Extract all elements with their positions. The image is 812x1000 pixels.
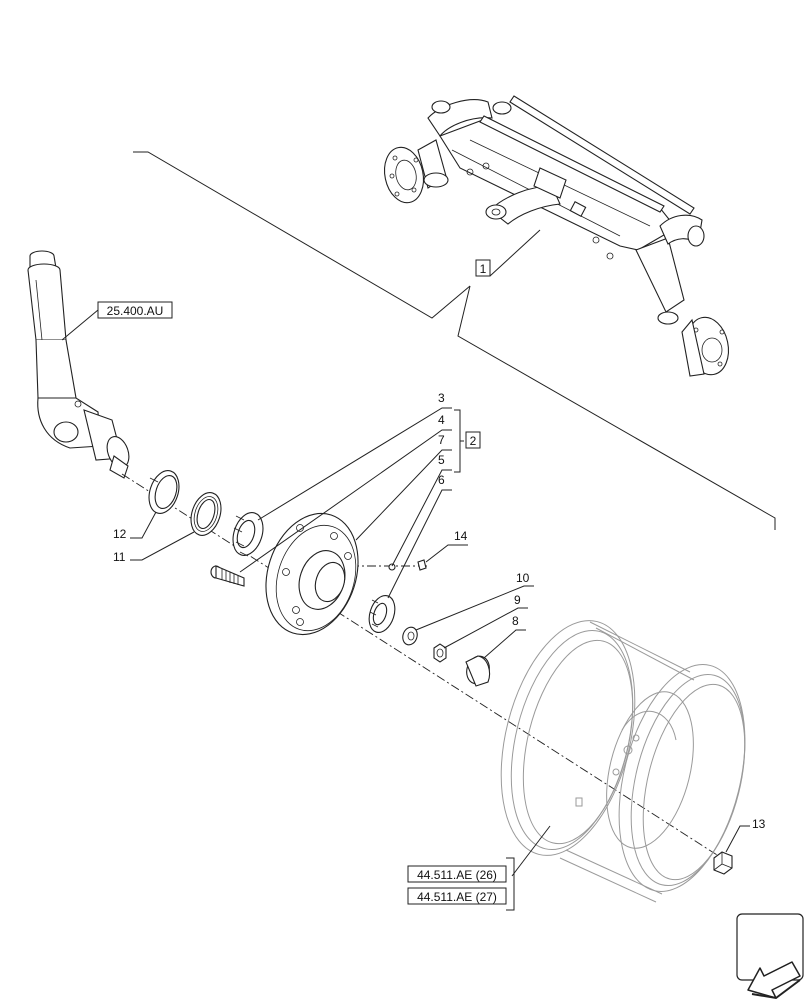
part-10-washer [402,626,418,646]
callout-6-label: 6 [438,473,445,487]
ref-box-44-511-ae-27[interactable]: 44.511.AE (27) [407,887,507,905]
part-3-inner-bearing [232,512,264,557]
ref-25-400-au-label: 25.400.AU [107,304,164,318]
callout-7-label: 7 [438,433,445,447]
group-bracket-2 [454,409,464,473]
callout-13-label: 13 [752,817,766,831]
callout-8[interactable]: 8 [483,614,526,659]
callout-9[interactable]: 9 [443,593,528,649]
callout-13[interactable]: 13 [725,817,766,853]
part-8-dust-cap [465,655,491,687]
wheel-stud [210,565,245,587]
callout-1-label: 1 [480,262,487,276]
ref-44-511-ae-26-label: 44.511.AE (26) [417,868,497,882]
ref-44-511-ae-27-label: 44.511.AE (27) [417,890,497,904]
steering-knuckle [27,250,130,479]
part-14-grease-nipple [388,559,427,571]
ref-box-25-400-au[interactable]: 25.400.AU [61,301,173,341]
callout-9-label: 9 [514,593,521,607]
ref-box-44-511-ae-26[interactable]: 44.511.AE (26) [407,865,507,883]
part-4-hub [265,512,359,636]
callout-3-label: 3 [438,391,445,405]
callout-10[interactable]: 10 [415,571,534,631]
callout-2-label: 2 [470,434,477,448]
callout-4[interactable]: 4 [239,413,452,573]
callout-2-kit[interactable]: 2 [465,431,481,449]
callout-5-label: 5 [438,453,445,467]
callout-4-label: 4 [438,413,445,427]
callout-7[interactable]: 7 [355,433,452,541]
front-axle-assembly [383,95,730,377]
part-5-outer-bearing [368,595,396,633]
wheel-ref-leader [506,825,551,911]
callout-10-label: 10 [516,571,530,585]
callout-14[interactable]: 14 [425,529,468,563]
part-9-nut [433,643,447,663]
overview-frame-lines [133,151,776,530]
part-11-seal [190,492,222,536]
callout-3[interactable]: 3 [257,391,452,521]
direction-arrow-icon[interactable] [736,913,804,1000]
part-13-wheel-nut [713,851,733,875]
callout-11-label: 11 [113,550,126,564]
centre-axis [121,473,729,863]
part-12-seal [148,470,180,514]
callout-11[interactable]: 11 [113,531,195,564]
callout-8-label: 8 [512,614,519,628]
callout-5[interactable]: 5 [391,453,452,567]
callout-12[interactable]: 12 [113,511,157,541]
wheel-rim [500,620,746,903]
callout-1-axle[interactable]: 1 [475,229,541,277]
callout-12-label: 12 [113,527,127,541]
callout-14-label: 14 [454,529,468,543]
callout-6[interactable]: 6 [387,473,452,599]
